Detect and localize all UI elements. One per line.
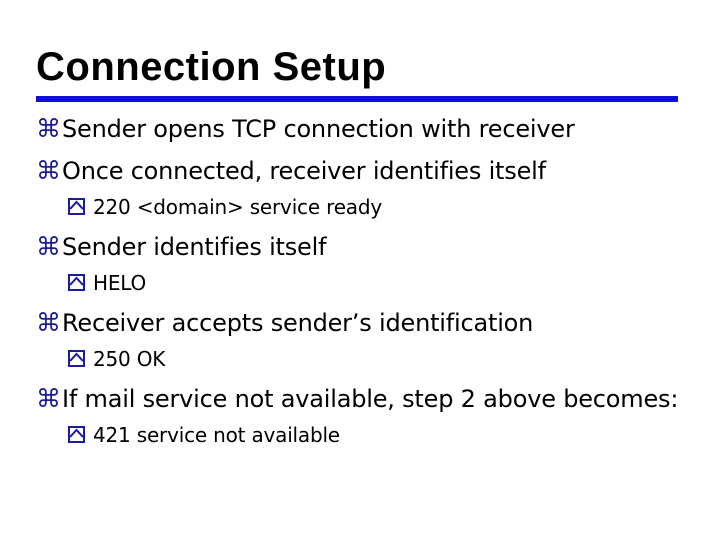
bullet-text: Sender opens TCP connection with receive… xyxy=(62,115,575,143)
sub-bullet-item: 220 <domain> service ready xyxy=(68,192,684,222)
sub-bullet-text: HELO xyxy=(93,271,147,295)
command-bullet-icon: ⌘ xyxy=(36,308,61,337)
sub-bullet-item: 250 OK xyxy=(68,344,684,374)
slide-header: Connection Setup xyxy=(0,0,720,90)
bullet-item: ⌘ Receiver accepts sender’s identificati… xyxy=(36,306,684,340)
chevron-box-icon xyxy=(68,350,85,367)
chevron-box-icon xyxy=(68,274,85,291)
title-underline-rule xyxy=(36,96,678,102)
sub-bullet-text: 220 <domain> service ready xyxy=(93,195,382,219)
command-bullet-icon: ⌘ xyxy=(36,114,61,143)
bullet-item: ⌘ If mail service not available, step 2 … xyxy=(36,382,684,416)
bullet-text: Sender identifies itself xyxy=(62,233,327,261)
sub-bullet-text: 250 OK xyxy=(93,347,166,371)
bullet-item: ⌘ Sender opens TCP connection with recei… xyxy=(36,112,684,146)
bullet-item: ⌘ Once connected, receiver identifies it… xyxy=(36,154,684,188)
bullet-item: ⌘ Sender identifies itself xyxy=(36,230,684,264)
command-bullet-icon: ⌘ xyxy=(36,384,61,413)
sub-bullet-item: 421 service not available xyxy=(68,420,684,450)
sub-bullet-text: 421 service not available xyxy=(93,423,340,447)
bullet-text: Once connected, receiver identifies itse… xyxy=(62,157,546,185)
command-bullet-icon: ⌘ xyxy=(36,156,61,185)
page-title: Connection Setup xyxy=(36,45,387,89)
chevron-box-icon xyxy=(68,426,85,443)
chevron-box-icon xyxy=(68,198,85,215)
sub-bullet-item: HELO xyxy=(68,268,684,298)
command-bullet-icon: ⌘ xyxy=(36,232,61,261)
bullet-list: ⌘ Sender opens TCP connection with recei… xyxy=(0,102,684,450)
bullet-text: If mail service not available, step 2 ab… xyxy=(62,385,679,413)
bullet-text: Receiver accepts sender’s identification xyxy=(62,309,534,337)
